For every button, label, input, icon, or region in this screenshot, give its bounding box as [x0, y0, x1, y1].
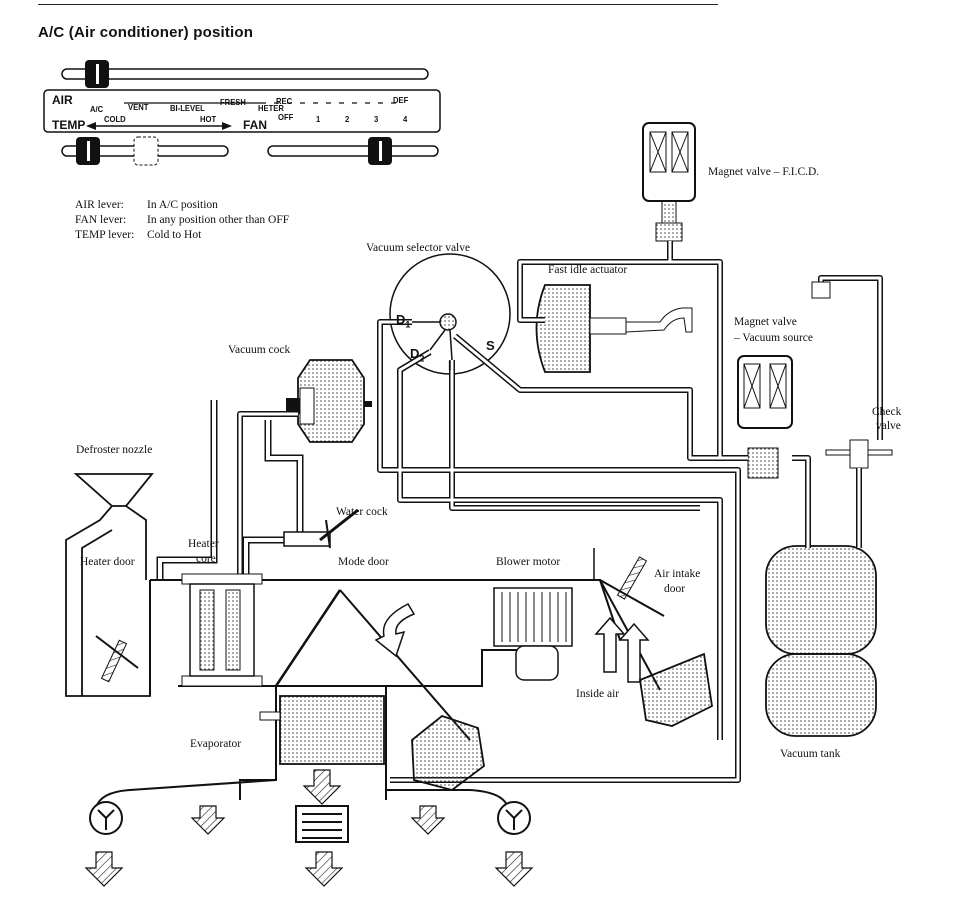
label-magnet-valve-vacuum-2: – Vacuum source [734, 332, 813, 344]
legend-key: FAN lever: [75, 214, 127, 226]
panel-air-label: AIR [52, 93, 73, 107]
fast-idle-actuator [535, 284, 693, 373]
label-check-valve-2: valve [876, 420, 901, 432]
panel-pos-rec: REC [276, 96, 293, 106]
vacuum-cock [286, 359, 365, 443]
air-intake-door [593, 548, 665, 617]
panel-pos-heter: HETER [258, 103, 284, 113]
vent-outlet-left [89, 801, 123, 835]
control-panel-frame [43, 89, 441, 133]
label-blower-motor: Blower motor [496, 556, 561, 568]
check-valve [825, 439, 893, 469]
vent-outlet-right [497, 801, 531, 835]
label-water-cock: Water cock [336, 506, 388, 518]
legend-value: In any position other than OFF [147, 214, 290, 226]
legend-key: TEMP lever: [75, 229, 135, 241]
intake-cover [639, 652, 713, 727]
blower-motor [493, 587, 573, 681]
port-i: I [448, 358, 452, 373]
panel-temp-cold: COLD [104, 114, 126, 124]
panel-pos-fresh: FRESH [220, 97, 246, 107]
label-air-intake-door-2: door [664, 583, 686, 595]
panel-pos-vent: VENT [128, 102, 149, 112]
heater-core [181, 573, 263, 687]
port-d1-sub: 1 [405, 319, 411, 330]
port-d2-sub: 2 [419, 353, 425, 364]
label-vacuum-tank: Vacuum tank [780, 748, 841, 760]
panel-fan-label: FAN [243, 118, 267, 132]
water-cock [283, 508, 359, 549]
label-heater-core-2: core [196, 553, 216, 565]
port-s: S [486, 338, 495, 353]
label-vacuum-selector-valve: Vacuum selector valve [366, 242, 471, 254]
label-heater-door: Heater door [80, 556, 135, 568]
magnet-valve-vacuum-source [737, 355, 793, 479]
evaporator [259, 695, 385, 765]
legend-value: In A/C position [147, 199, 218, 211]
label-air-intake-door: Air intake [654, 568, 701, 580]
legend-value: Cold to Hot [147, 229, 202, 241]
legend-key: AIR lever: [75, 199, 124, 211]
airflow-arrow [374, 603, 416, 658]
vent-outlet-center [295, 805, 349, 843]
label-inside-air: Inside air [576, 688, 620, 700]
panel-temp-label: TEMP [52, 118, 86, 132]
port-d2-letter: D [410, 346, 420, 361]
diagram-title: A/C (Air conditioner) position [38, 24, 254, 41]
label-magnet-valve-vacuum: Magnet valve [734, 316, 797, 328]
port-d2: D2 [410, 346, 424, 364]
magnet-valve-ficd [642, 122, 696, 242]
label-vacuum-cock: Vacuum cock [228, 344, 291, 356]
port-d1-letter: D [396, 312, 406, 327]
water-hoses [156, 400, 304, 580]
top-rule [38, 4, 718, 5]
port-d1: D1 [396, 312, 410, 330]
label-mode-door: Mode door [338, 556, 389, 568]
panel-fan-2: 2 [345, 114, 350, 124]
mode-door [274, 589, 471, 741]
lever-legend: AIR lever: In A/C position FAN lever: In a… [75, 198, 289, 243]
panel-temp-hot: HOT [200, 114, 217, 124]
panel-fan-1: 1 [316, 114, 321, 124]
label-fast-idle-actuator: Fast idle actuator [548, 264, 628, 276]
heater-door [95, 635, 139, 683]
vent-actuator [411, 714, 485, 791]
temp-lever[interactable] [61, 136, 229, 166]
air-lever[interactable] [61, 60, 429, 88]
fan-lever[interactable] [267, 137, 439, 165]
label-heater-core: Heater [188, 538, 219, 550]
inside-air-arrows [594, 616, 650, 683]
panel-fan-off: OFF [278, 112, 294, 122]
panel-pos-bilevel: BI-LEVEL [170, 103, 205, 113]
panel-fan-4: 4 [403, 114, 408, 124]
label-check-valve: Check [872, 406, 902, 418]
label-magnet-valve-ficd: Magnet valve – F.I.C.D. [708, 166, 820, 178]
panel-pos-def: DEF [393, 95, 409, 105]
panel-fan-3: 3 [374, 114, 379, 124]
label-defroster-nozzle: Defroster nozzle [76, 444, 153, 456]
label-evaporator: Evaporator [190, 738, 242, 750]
panel-pos-ac: A/C [90, 104, 104, 114]
outflow-arrows [84, 769, 534, 887]
vacuum-tank [765, 545, 877, 737]
